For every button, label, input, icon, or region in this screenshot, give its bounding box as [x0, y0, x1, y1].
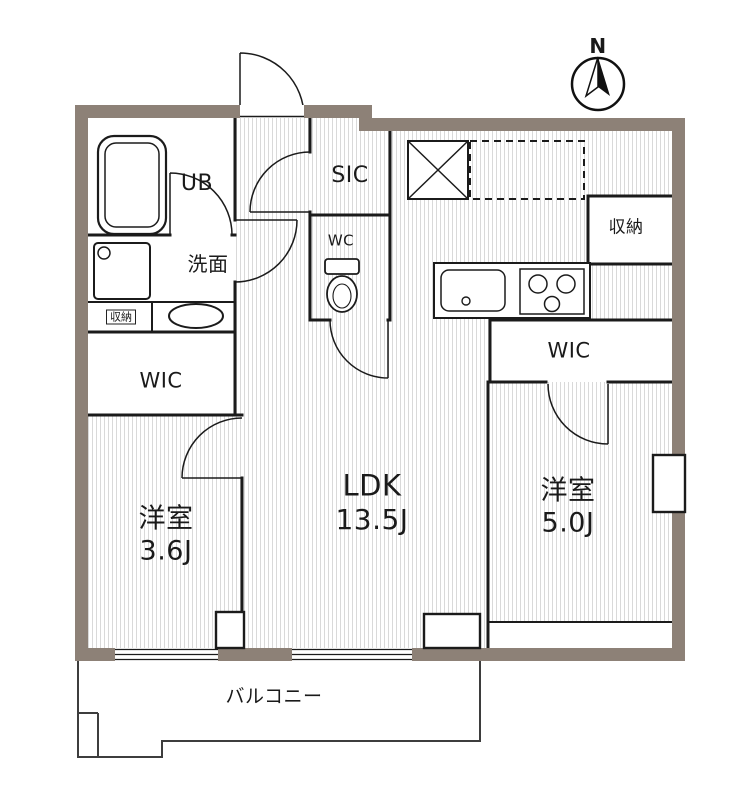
- column-1: [214, 610, 246, 650]
- burner-3: [543, 295, 561, 313]
- bedroom-right-size: 5.0J: [541, 507, 595, 539]
- toilet-label: WC: [327, 231, 355, 250]
- floor-bedroom-right-sill: [488, 622, 672, 648]
- bedroom-left-door: [181, 417, 243, 479]
- pipe-space: [651, 453, 687, 514]
- kitchen-faucet: [461, 296, 471, 306]
- washroom-door: [234, 219, 298, 283]
- burner-2: [556, 274, 576, 294]
- floor-wic-right: [490, 320, 672, 382]
- kitchen-sink: [440, 269, 506, 312]
- toilet: [324, 258, 360, 313]
- column-2: [422, 612, 482, 650]
- storage-right-label: 収納: [608, 217, 644, 238]
- wic-right-label: WIC: [547, 338, 591, 363]
- wall-washroom-counter: [87, 301, 236, 333]
- balcony-outline: [77, 661, 481, 758]
- entrance-opening: [240, 105, 304, 118]
- outer-wall-top-right: [359, 118, 685, 131]
- outer-wall-left: [75, 105, 88, 661]
- bedroom-left-size: 3.6J: [139, 535, 193, 567]
- compass-needle-west: [584, 56, 599, 98]
- fixtures: [93, 134, 591, 329]
- doors: [169, 52, 609, 479]
- bedroom-left-label: 洋室: [138, 503, 194, 535]
- wic-left-label: WIC: [139, 368, 183, 393]
- ldk-size: 13.5J: [335, 503, 409, 536]
- bathtub: [96, 134, 168, 236]
- cupboard-space-dashed: [469, 140, 585, 200]
- sic-door: [249, 151, 311, 213]
- compass-needle-east: [598, 57, 610, 96]
- washroom-storage-label: 収納: [106, 309, 136, 325]
- bedroom-right-door: [547, 383, 609, 445]
- refrigerator-space: [407, 140, 469, 200]
- ldk-label: LDK: [342, 468, 402, 503]
- floor-storage-right: [588, 196, 672, 264]
- floor: [88, 118, 672, 648]
- stove: [519, 268, 585, 315]
- balcony-label: バルコニー: [225, 685, 323, 708]
- outer-walls: [75, 105, 685, 661]
- outer-wall-top-left: [75, 105, 372, 118]
- kitchen-counter: [433, 262, 591, 319]
- bedroom-right-label: 洋室: [540, 475, 596, 507]
- washing-machine-pan: [93, 242, 151, 300]
- shoe-closet-label: SIC: [331, 163, 369, 188]
- burner-1: [528, 274, 548, 294]
- vanity-basin: [168, 303, 224, 329]
- wc-door: [329, 319, 389, 379]
- window-bedroom-left: [115, 648, 218, 661]
- compass-north-label: N: [589, 34, 607, 58]
- window-ldk: [292, 648, 412, 661]
- unit-bath-label: UB: [180, 171, 214, 196]
- wall-wic-right: [488, 318, 674, 384]
- openings: [115, 105, 687, 661]
- unit-bath-door: [169, 172, 233, 236]
- compass: [570, 56, 626, 112]
- washroom-label: 洗面: [187, 252, 229, 276]
- outer-wall-right: [672, 118, 685, 661]
